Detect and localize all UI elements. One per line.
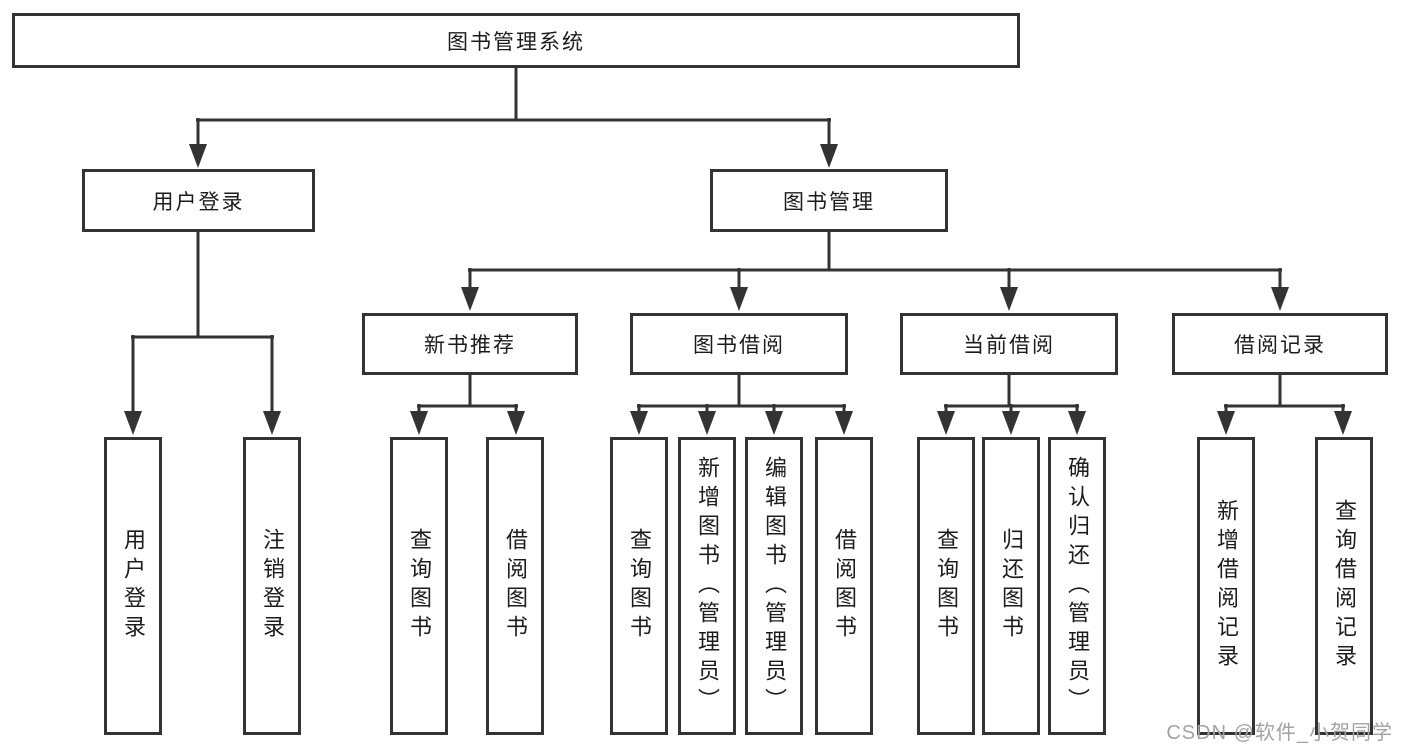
arrow-down-icon	[507, 411, 525, 435]
arrow-down-icon	[1000, 287, 1018, 311]
node-borrow-records-label: 借阅记录	[1234, 334, 1326, 357]
node-new-book-recommend: 新书推荐	[362, 313, 578, 375]
arrow-down-icon	[124, 411, 142, 435]
arrow-down-icon	[1271, 287, 1289, 311]
leaf-borrow-books-label: 借阅图书	[832, 528, 857, 644]
leaf-add-book-admin: 新增图书（管理员）	[678, 437, 736, 735]
arrow-down-icon	[1068, 411, 1086, 435]
leaf-query-books-borrow-label: 查询图书	[627, 528, 652, 644]
arrow-down-icon	[189, 144, 207, 168]
node-new-book-recommend-label: 新书推荐	[424, 334, 516, 357]
node-book-management-label: 图书管理	[783, 190, 875, 214]
node-borrow-records: 借阅记录	[1172, 313, 1388, 375]
leaf-borrow-books-recommend-label: 借阅图书	[503, 528, 528, 644]
leaf-query-books-recommend-label: 查询图书	[407, 528, 432, 644]
node-root-label: 图书管理系统	[447, 30, 585, 54]
node-root: 图书管理系统	[12, 13, 1020, 68]
leaf-user-login: 用户登录	[104, 437, 162, 735]
arrow-down-icon	[1217, 411, 1235, 435]
leaf-return-books: 归还图书	[982, 437, 1040, 735]
node-book-borrow-label: 图书借阅	[693, 334, 785, 357]
node-current-borrow-label: 当前借阅	[963, 334, 1055, 357]
leaf-confirm-return-admin-label: 确认归还（管理员）	[1065, 455, 1090, 717]
leaf-query-borrow-record-label: 查询借阅记录	[1332, 499, 1357, 673]
csdn-watermark: CSDN @软件_小贺同学	[1166, 722, 1393, 744]
leaf-edit-book-admin-label: 编辑图书（管理员）	[762, 455, 787, 717]
arrow-down-icon	[820, 144, 838, 168]
arrow-down-icon	[698, 411, 716, 435]
leaf-query-borrow-record: 查询借阅记录	[1315, 437, 1373, 735]
node-current-borrow: 当前借阅	[900, 313, 1118, 375]
node-book-management: 图书管理	[710, 169, 948, 232]
leaf-borrow-books: 借阅图书	[815, 437, 873, 735]
arrow-down-icon	[730, 287, 748, 311]
arrow-down-icon	[410, 411, 428, 435]
arrow-down-icon	[937, 411, 955, 435]
arrow-down-icon	[765, 411, 783, 435]
leaf-add-borrow-record: 新增借阅记录	[1197, 437, 1255, 735]
node-user-login: 用户登录	[82, 169, 315, 232]
leaf-add-book-admin-label: 新增图书（管理员）	[695, 455, 720, 717]
leaf-add-borrow-record-label: 新增借阅记录	[1214, 499, 1239, 673]
leaf-logout: 注销登录	[243, 437, 301, 735]
arrow-down-icon	[263, 411, 281, 435]
arrow-down-icon	[1002, 411, 1020, 435]
leaf-edit-book-admin: 编辑图书（管理员）	[745, 437, 803, 735]
leaf-logout-label: 注销登录	[260, 528, 285, 644]
leaf-borrow-books-recommend: 借阅图书	[486, 437, 544, 735]
leaf-query-books-borrow: 查询图书	[610, 437, 668, 735]
arrow-down-icon	[835, 411, 853, 435]
leaf-query-books-current: 查询图书	[917, 437, 975, 735]
arrow-down-icon	[630, 411, 648, 435]
leaf-return-books-label: 归还图书	[999, 528, 1024, 644]
leaf-confirm-return-admin: 确认归还（管理员）	[1048, 437, 1106, 735]
node-user-login-label: 用户登录	[152, 190, 245, 214]
arrow-down-icon	[1334, 411, 1352, 435]
leaf-query-books-recommend: 查询图书	[390, 437, 448, 735]
arrow-down-icon	[461, 287, 479, 311]
leaf-user-login-label: 用户登录	[121, 528, 146, 644]
leaf-query-books-current-label: 查询图书	[934, 528, 959, 644]
node-book-borrow: 图书借阅	[630, 313, 848, 375]
